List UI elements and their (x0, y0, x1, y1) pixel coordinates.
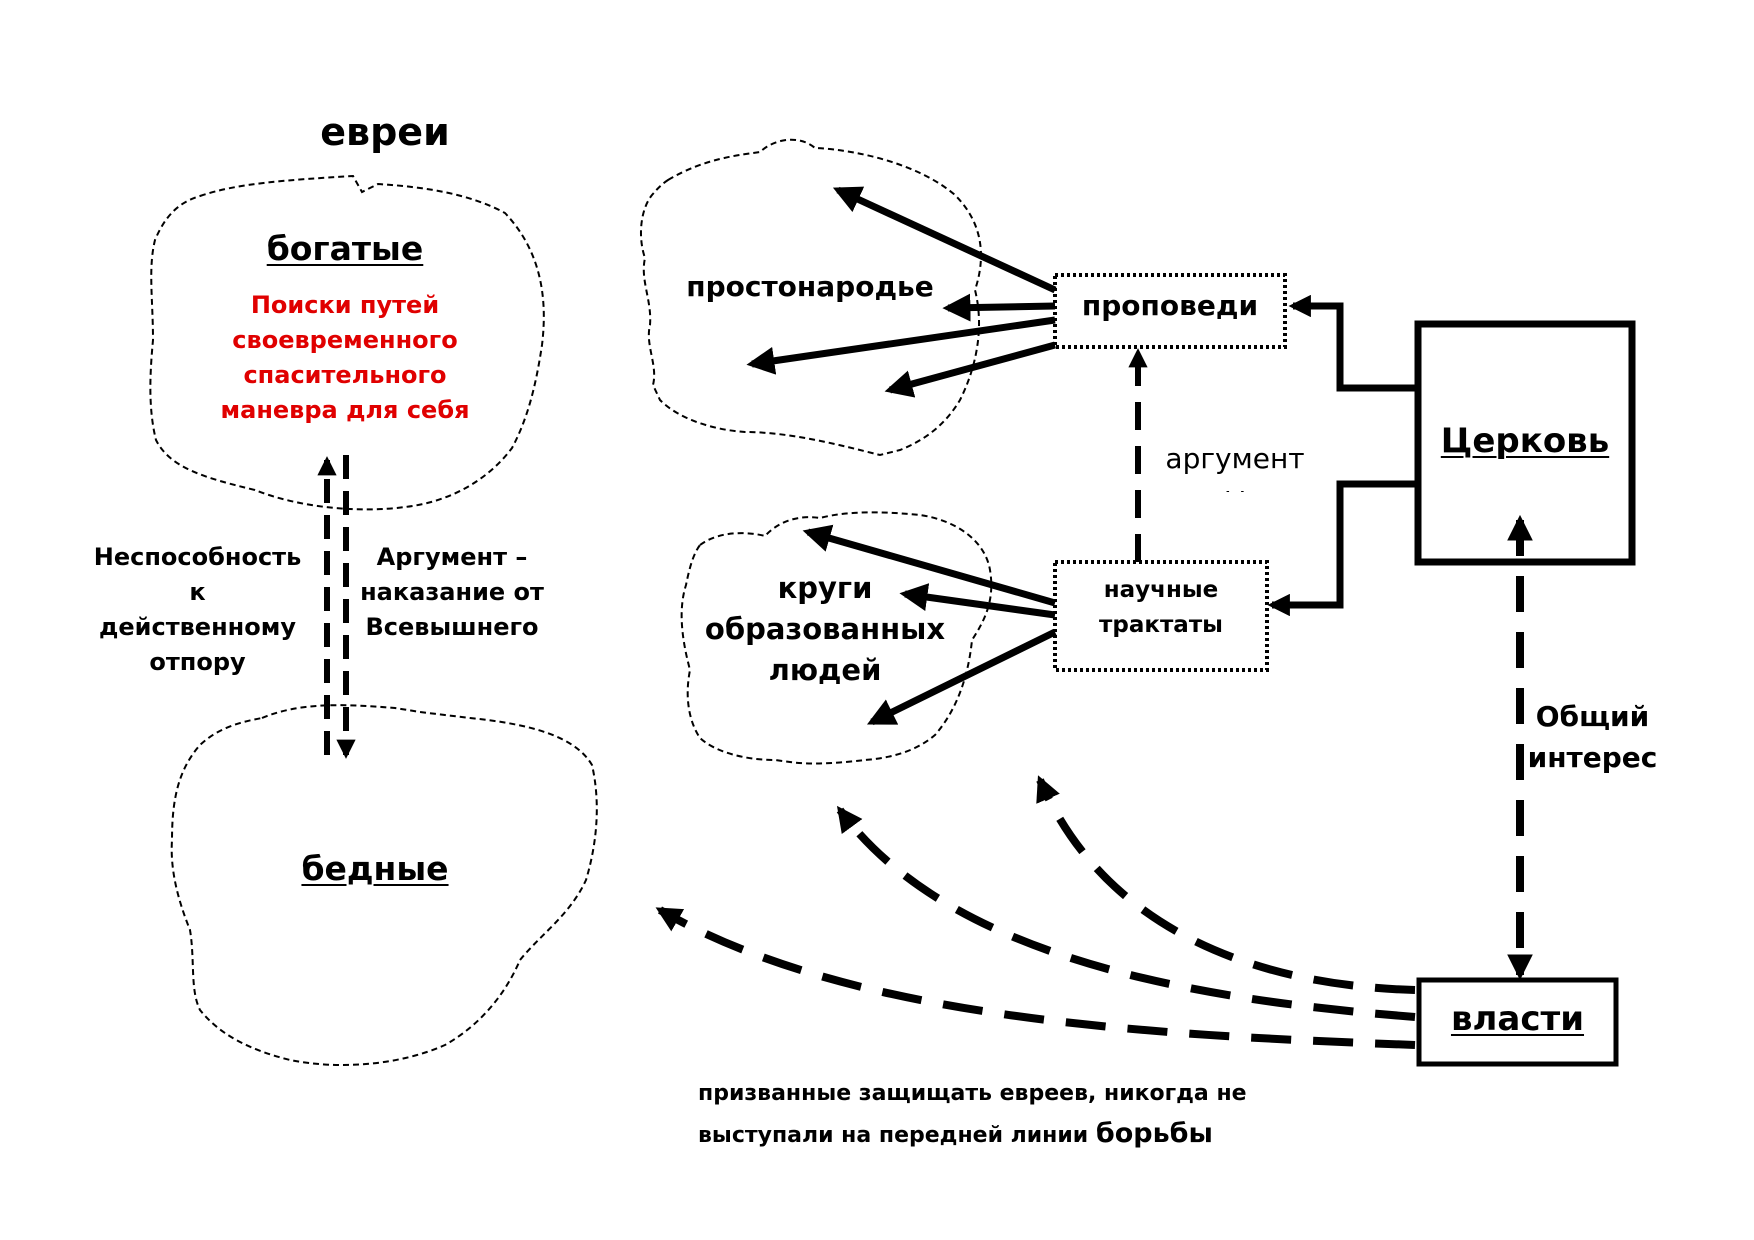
rich-note-line: Поиски путей (250, 291, 440, 319)
argument-punishment-line: Аргумент – (376, 543, 528, 571)
church-to-sermons-arrow (1288, 294, 1418, 392)
argument-punishment-label: Аргумент – наказание от Всевышнего (352, 540, 552, 645)
arguments-label: аргументы (1160, 440, 1310, 492)
rich-note-line: маневра для себя (220, 396, 470, 424)
educated-group-label: круги образованных людей (695, 568, 955, 691)
rich-note-line: своевременного (232, 326, 458, 354)
footer-note: призванные защищать евреев, никогда не в… (698, 1074, 1418, 1156)
inability-label: Неспособность к действенному отпору (80, 540, 315, 680)
church-label: Церковь (1440, 421, 1610, 461)
argument-punishment-line: Всевышнего (365, 613, 539, 641)
treatises-to-educated-arrow-2 (899, 583, 1056, 619)
sermons-to-commoners-arrow-2 (942, 293, 1056, 322)
treatises-to-educated-arrow-3 (866, 628, 1057, 726)
rich-group-label: богатые (266, 229, 424, 268)
sermons-box (1053, 273, 1287, 349)
footer-line-1: призванные защищать евреев, никогда не (698, 1081, 1247, 1106)
common-interest-line: Общий (1535, 700, 1650, 733)
footer-line-2-prefix: выступали на передней линии (698, 1123, 1096, 1148)
educated-label-line: круги (777, 571, 873, 605)
educated-label-line: образованных (704, 612, 946, 646)
footer-line-2-emphasis: борьбы (1095, 1118, 1213, 1149)
commoners-group-cloud (640, 138, 982, 457)
footer-line-2: выступали на передней линии борьбы (698, 1114, 1418, 1156)
treatises-to-educated-arrow-1 (802, 524, 1056, 607)
rich-note-line: спасительного (243, 361, 447, 389)
sermons-to-commoners-arrow-1 (832, 186, 1057, 294)
authorities-to-commoners-arrow (836, 805, 1416, 1021)
treatises-label-line: трактаты (1099, 612, 1223, 638)
poor-group-label: бедные (301, 849, 449, 888)
diagram-title: евреи (320, 110, 450, 154)
sermons-to-commoners-arrow-3 (746, 316, 1056, 375)
inability-line: Неспособность (93, 543, 302, 571)
treatises-box (1053, 560, 1269, 672)
rich-group-cloud (149, 174, 545, 511)
arguments-label-text: аргументы (1165, 442, 1305, 492)
authorities-to-poor-arrow (655, 906, 1416, 1049)
educated-label-line: людей (768, 653, 882, 687)
commoners-group-label: простонародье (685, 268, 935, 330)
common-interest-label: Общий интерес (1525, 696, 1660, 778)
sermons-label: проповеди (1081, 289, 1259, 322)
rich-group-note: Поиски путей своевременного спасительног… (190, 288, 500, 428)
common-interest-line: интерес (1527, 741, 1658, 774)
inability-line: действенному (99, 613, 296, 641)
church-to-treatises-arrow (1267, 480, 1418, 617)
inability-line: отпору (149, 648, 246, 676)
poor-group-cloud (170, 704, 598, 1066)
inability-line: к (189, 578, 206, 606)
argument-punishment-line: наказание от (360, 578, 544, 606)
treatises-label: научные трактаты (1060, 573, 1262, 643)
sermons-to-commoners-arrow-4 (884, 341, 1056, 398)
commoners-label-text: простонародье (686, 270, 934, 303)
treatises-label-line: научные (1103, 577, 1219, 603)
authorities-to-educated-arrow (1036, 775, 1416, 994)
authorities-label: власти (1450, 999, 1585, 1039)
educated-group-cloud (680, 511, 993, 765)
